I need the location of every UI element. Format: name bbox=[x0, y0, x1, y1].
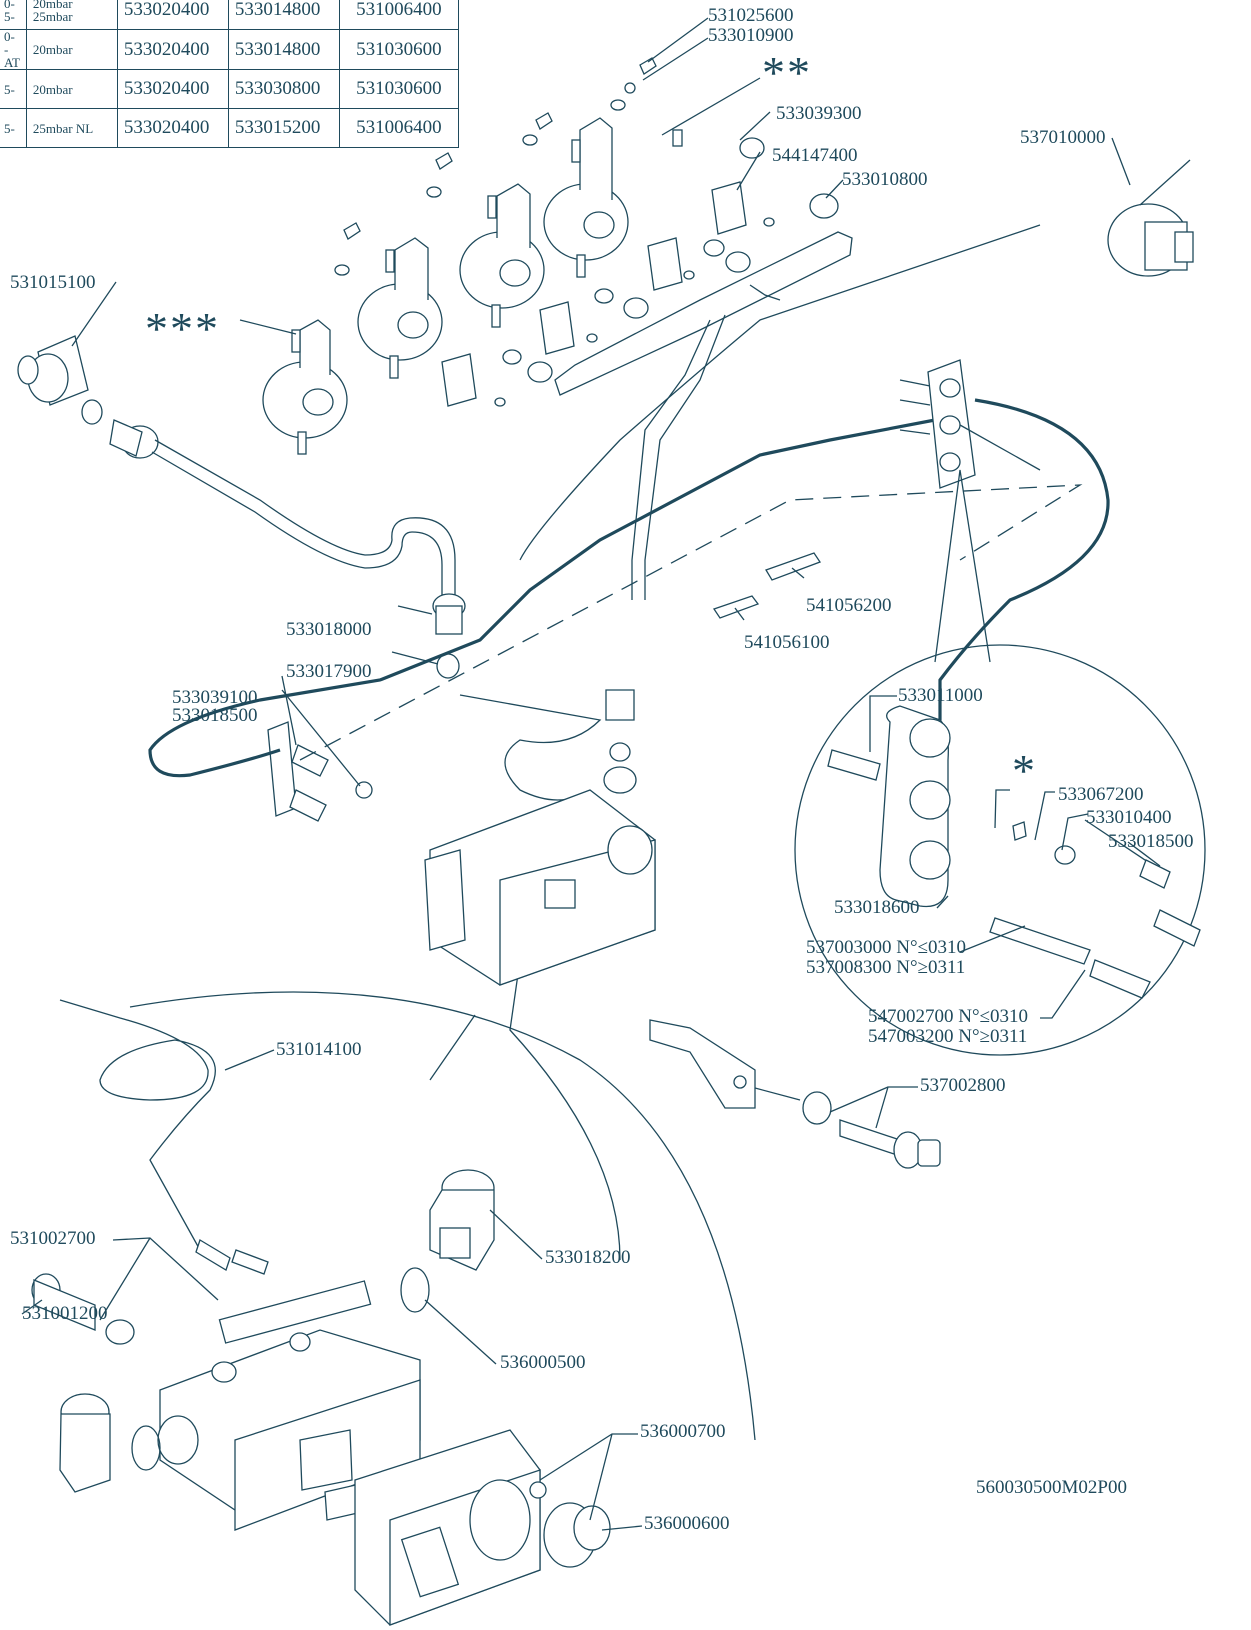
double-asterisk-marker: ** bbox=[762, 47, 812, 98]
table-cell: 533020400 bbox=[116, 69, 229, 109]
table-cell: 533020400 bbox=[116, 29, 229, 70]
alignment-axis-line bbox=[299, 484, 1083, 761]
thermostat-537010000 bbox=[1107, 159, 1194, 277]
table-cell: 533030800 bbox=[227, 69, 340, 109]
table-cell: 0-5- bbox=[0, 0, 27, 30]
gas-supply-pipe bbox=[154, 439, 456, 595]
label-533039100: 533039100 bbox=[172, 687, 258, 708]
label-541056200: 541056200 bbox=[806, 595, 892, 616]
elbow-fitting-left bbox=[59, 1393, 111, 1493]
burner-4 bbox=[543, 117, 629, 278]
control-front-panel bbox=[354, 1429, 547, 1626]
table-cell: 20mbar bbox=[25, 29, 118, 70]
thermocouple-cable bbox=[148, 418, 936, 778]
label-531015100: 531015100 bbox=[10, 272, 96, 293]
gas-manifold-pipe bbox=[554, 231, 853, 600]
table-cell: 533020400 bbox=[116, 0, 229, 30]
label-531025600: 531025600 bbox=[708, 5, 794, 26]
label-531001200: 531001200 bbox=[22, 1303, 108, 1324]
table-row: 5- 25mbar NL 533020400 533015200 5310064… bbox=[0, 108, 459, 148]
air-shutter-clips bbox=[441, 181, 747, 407]
triple-asterisk-marker: *** bbox=[145, 303, 220, 354]
table-cell: 531006400 bbox=[338, 0, 459, 30]
detail-circle-pilot bbox=[794, 644, 1206, 1056]
ignition-electrode-537002800 bbox=[802, 1091, 941, 1169]
main-gas-valve bbox=[157, 1280, 421, 1531]
inlet-fitting-531015100 bbox=[17, 335, 159, 459]
label-533010900: 533010900 bbox=[708, 25, 794, 46]
part-531001200 bbox=[31, 1273, 135, 1345]
label-533018200: 533018200 bbox=[545, 1247, 631, 1268]
table-cell: 531030600 bbox=[338, 29, 459, 70]
label-533018600: 533018600 bbox=[834, 897, 920, 918]
label-533010800: 533010800 bbox=[842, 169, 928, 190]
label-544147400: 544147400 bbox=[772, 145, 858, 166]
label-533018000: 533018000 bbox=[286, 619, 372, 640]
table-cell: 533015200 bbox=[227, 108, 340, 148]
label-533010400: 533010400 bbox=[1086, 807, 1172, 828]
gas-valve-assembly bbox=[424, 689, 656, 986]
label-536000700: 536000700 bbox=[640, 1421, 726, 1442]
table-cell: 5- bbox=[0, 108, 27, 148]
label-541056100: 541056100 bbox=[744, 632, 830, 653]
detail-arc-valve bbox=[129, 991, 756, 1441]
label-547003200: 547003200 N°≥0311 bbox=[868, 1026, 1028, 1047]
label-533018500b: 533018500 bbox=[1108, 831, 1194, 852]
label-537008300: 537008300 N°≥0311 bbox=[806, 957, 966, 978]
table-cell: 0--AT bbox=[0, 29, 27, 70]
table-cell: 531030600 bbox=[338, 69, 459, 109]
clip-541056100 bbox=[712, 595, 760, 619]
fitting-533018000 bbox=[432, 593, 466, 635]
pilot-detail-parts bbox=[827, 705, 1201, 999]
table-cell: 533014800 bbox=[227, 0, 340, 30]
label-533067200: 533067200 bbox=[1058, 784, 1144, 805]
control-knob-536000600 bbox=[543, 1502, 611, 1568]
label-536000600: 536000600 bbox=[644, 1513, 730, 1534]
table-cell: 533014800 bbox=[227, 29, 340, 70]
table-cell: 531006400 bbox=[338, 108, 459, 148]
thermostat-capillary bbox=[59, 999, 269, 1275]
table-cell: 5- bbox=[0, 69, 27, 109]
ignition-bracket bbox=[649, 1019, 801, 1109]
table-row: 5- 20mbar 533020400 533030800 531030600 bbox=[0, 69, 459, 109]
table-cell: 533020400 bbox=[116, 108, 229, 148]
label-536000500: 536000500 bbox=[500, 1352, 586, 1373]
label-537002800: 537002800 bbox=[920, 1075, 1006, 1096]
burner-2 bbox=[357, 237, 443, 379]
label-547002700: 547002700 N°≤0310 bbox=[868, 1006, 1028, 1027]
single-asterisk-marker: * bbox=[1012, 745, 1037, 796]
pilot-burner-assembly bbox=[899, 359, 1041, 489]
table-cell: 20mbar bbox=[25, 69, 118, 109]
label-533039300: 533039300 bbox=[776, 103, 862, 124]
label-533018500: 533018500 bbox=[172, 705, 258, 726]
injector-fittings bbox=[334, 57, 839, 407]
thermocouple-bracket bbox=[267, 721, 373, 822]
label-537010000: 537010000 bbox=[1020, 127, 1106, 148]
label-537003000: 537003000 N°≤0310 bbox=[806, 937, 966, 958]
burner-3 bbox=[459, 183, 545, 328]
elbow-fitting-533018200 bbox=[429, 1169, 495, 1271]
table-row: 0--AT 20mbar 533020400 533014800 5310306… bbox=[0, 29, 459, 70]
o-ring-left bbox=[131, 1425, 161, 1471]
burner-1 bbox=[262, 319, 348, 455]
drawing-code: 560030500M02P00 bbox=[976, 1477, 1127, 1498]
leader-lines bbox=[21, 17, 1161, 1531]
clip-541056200 bbox=[765, 552, 821, 581]
label-531002700: 531002700 bbox=[10, 1228, 96, 1249]
table-cell: 25mbar NL bbox=[25, 108, 118, 148]
label-533011000: 533011000 bbox=[898, 685, 983, 706]
o-ring-536000500 bbox=[400, 1267, 430, 1313]
label-533017900: 533017900 bbox=[286, 661, 372, 682]
label-531014100: 531014100 bbox=[276, 1039, 362, 1060]
